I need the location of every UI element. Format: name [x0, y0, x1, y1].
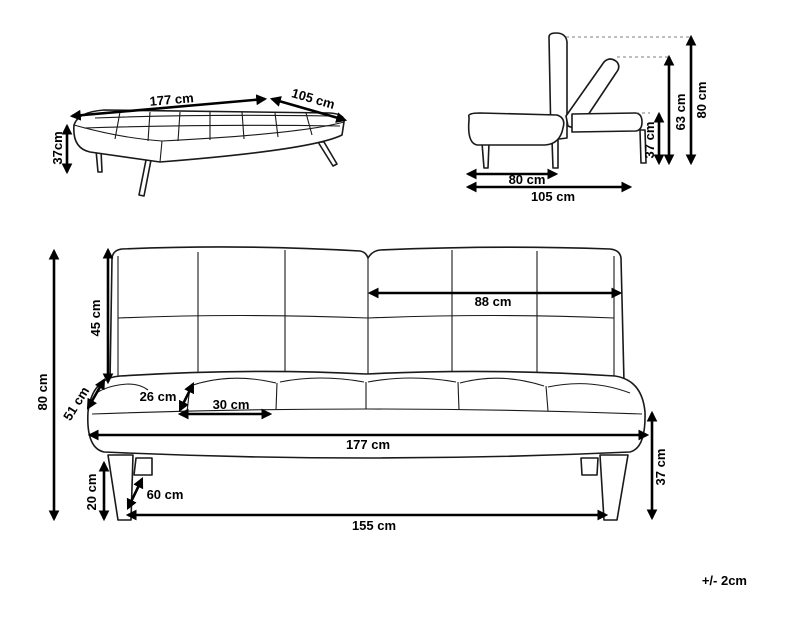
front-backrest — [109, 246, 625, 383]
front-leg-back — [580, 457, 599, 476]
side-seat-height-label: 37 cm — [642, 122, 657, 159]
side-mid-height-label: 63 cm — [673, 94, 688, 131]
cushion-width-label: 30 cm — [213, 397, 250, 412]
seat-depth-label: 80 cm — [509, 172, 546, 187]
leg-offset-dimension — [126, 477, 144, 510]
bed-width-dimension — [69, 94, 268, 121]
front-total-width-label: 177 cm — [346, 437, 390, 452]
side-total-height-label: 80 cm — [694, 82, 709, 119]
leg-height-label: 20 cm — [84, 474, 99, 511]
bed-leg — [138, 159, 152, 197]
armrest-dimension — [86, 378, 106, 410]
front-leg-left — [107, 454, 134, 521]
bed-leg — [317, 141, 338, 167]
front-view: 88 cm 45 cm 80 cm 51 cm 26 cm 30 cm 177 … — [35, 246, 668, 533]
leg-offset-label: 60 cm — [147, 487, 184, 502]
front-total-height-label: 80 cm — [35, 374, 50, 411]
cushion-depth-label: 26 cm — [140, 389, 177, 404]
side-leg — [639, 129, 647, 164]
side-backrest-upright — [548, 32, 568, 141]
front-leg-back — [133, 457, 153, 476]
bed-depth-label-side: 105 cm — [531, 189, 575, 204]
bed-depth-label: 105 cm — [290, 85, 337, 112]
bed-height-label: 37cm — [50, 131, 65, 164]
bed-depth-dimension — [269, 96, 348, 123]
cushion-depth-dimension — [178, 382, 195, 412]
side-backrest-flat — [571, 112, 643, 133]
side-leg — [481, 142, 490, 169]
side-seat-cushion — [467, 112, 565, 146]
backrest-height-label: 45 cm — [88, 300, 103, 337]
bed-width-label: 177 cm — [149, 90, 194, 109]
bed-perspective-view: 177 cm 105 cm 37cm — [50, 85, 348, 197]
side-profile-view: 80 cm 105 cm 37 cm 63 cm 80 cm — [465, 32, 709, 204]
front-leg-right — [599, 454, 629, 521]
side-leg — [551, 139, 559, 169]
backrest-width-label: 88 cm — [475, 294, 512, 309]
front-seat-height-label: 37 cm — [653, 449, 668, 486]
tolerance-note: +/- 2cm — [702, 573, 747, 588]
leg-span-label: 155 cm — [352, 518, 396, 533]
